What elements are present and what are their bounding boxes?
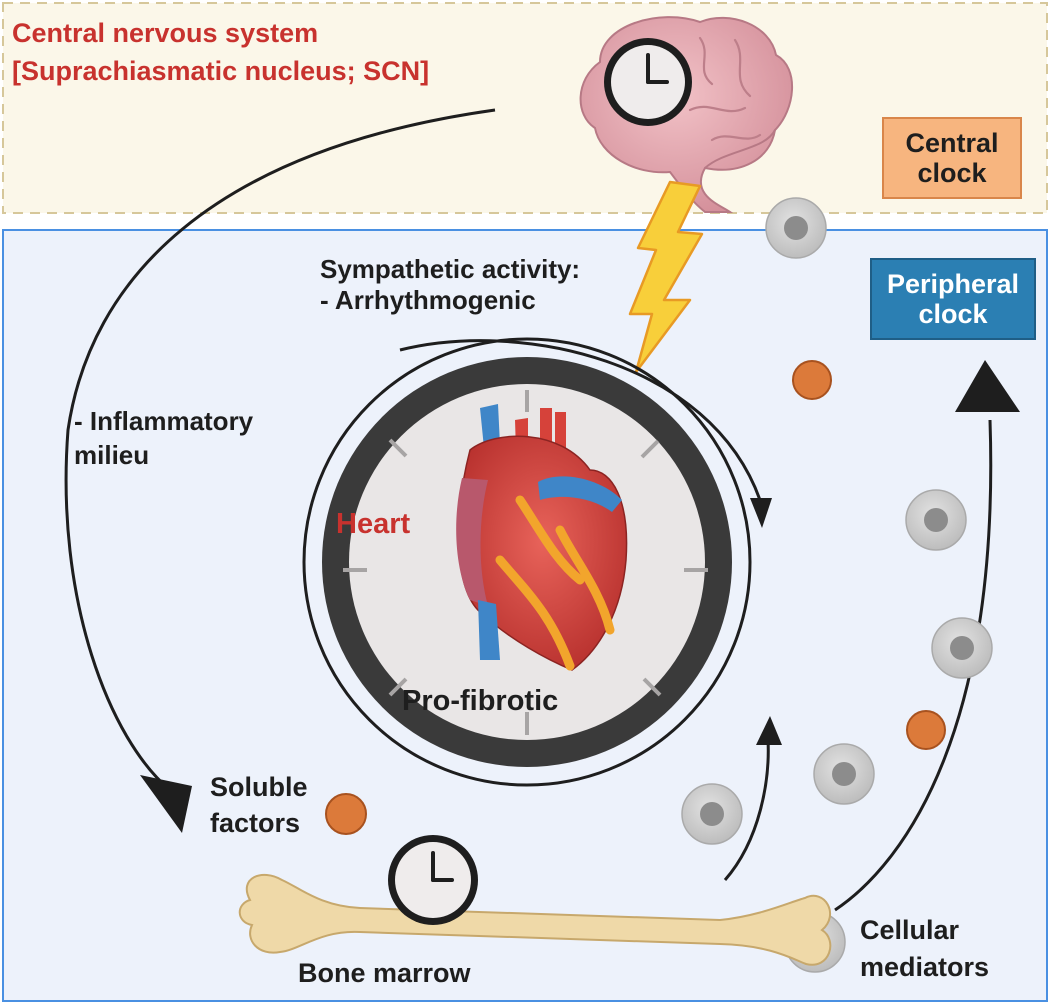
soluble-factor-icon [906, 710, 946, 750]
sympathetic-arrow [399, 339, 762, 501]
bone-icon [238, 873, 832, 966]
central-clock-line2: clock [917, 158, 987, 188]
bone-to-heart-arrow [723, 739, 770, 881]
cellular-to-peripheral-arrow [834, 419, 993, 912]
central-clock-box: Central clock [882, 117, 1022, 199]
sympathetic-label-line2: - Arrhythmogenic [320, 285, 536, 315]
peripheral-clock-line1: Peripheral [886, 268, 1020, 299]
cns-title-line1: Central nervous system [12, 18, 319, 48]
soluble-factor-icon [325, 793, 367, 835]
immune-cell-icon [813, 743, 875, 805]
immune-cell-icon [681, 783, 743, 845]
inflammatory-arrow [64, 108, 496, 792]
heart-icon [456, 404, 628, 671]
immune-cell-icon [931, 617, 993, 679]
central-clock-line1: Central [905, 127, 999, 158]
sympathetic-label-line1: Sympathetic activity: [320, 254, 581, 284]
heart-label: Heart [336, 508, 411, 540]
cellular-mediators-line2: mediators [860, 952, 990, 982]
brain-clock-icon [604, 38, 692, 126]
lightning-bolt-icon [628, 180, 704, 374]
pro-fibrotic-label: Pro-fibrotic [402, 685, 559, 717]
cns-region [2, 2, 1048, 214]
cns-title-line2: [Suprachiasmatic nucleus; SCN] [12, 56, 430, 86]
soluble-factor-icon [792, 360, 832, 400]
immune-cell-icon [905, 489, 967, 551]
bone-clock-icon [388, 835, 478, 925]
bone-marrow-label: Bone marrow [298, 958, 471, 988]
soluble-factors-line2: factors [210, 808, 301, 838]
soluble-factors-line1: Soluble [210, 772, 308, 802]
peripheral-clock-box: Peripheral clock [870, 258, 1036, 340]
inflammatory-label-line2: milieu [74, 440, 150, 470]
cellular-mediators-line1: Cellular [860, 915, 960, 945]
inflammatory-label-line1: - Inflammatory [74, 406, 254, 436]
immune-cell-icon [765, 197, 827, 259]
peripheral-clock-line2: clock [918, 299, 988, 329]
